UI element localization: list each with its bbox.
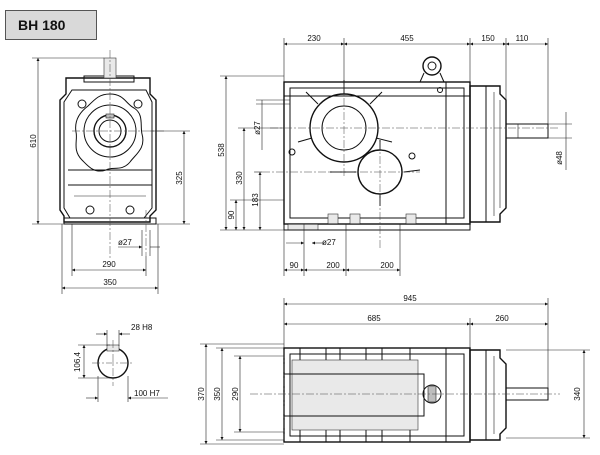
front-bolt-bl xyxy=(85,205,95,215)
model-title: BH 180 xyxy=(5,10,97,40)
side-dim-200a: 200 xyxy=(326,261,340,270)
side-dim-27: ø27 xyxy=(253,121,262,135)
keyway-detail: 28 H8 106,4 100 H7 xyxy=(73,323,168,402)
top-view: 945 685 260 370 350 290 340 xyxy=(197,294,590,445)
side-lifting-eye-hole xyxy=(427,61,437,71)
top-housing-inner xyxy=(289,353,465,437)
front-bolt-tr xyxy=(133,99,143,109)
front-view: 610 325 ø27 290 350 xyxy=(29,50,190,294)
side-eye-stem-r xyxy=(439,72,445,83)
top-dim-350: 350 xyxy=(213,387,222,401)
side-bolt-left xyxy=(288,148,296,156)
side-view: 230 455 150 110 538 330 183 90 ø27 ø48 xyxy=(217,34,572,276)
front-dim-325: 325 xyxy=(175,171,184,185)
side-plug-top xyxy=(437,87,443,93)
key-dim-1064: 106,4 xyxy=(73,351,82,372)
front-housing-outline xyxy=(59,77,157,223)
top-dim-370: 370 xyxy=(197,387,206,401)
front-dim-350: 350 xyxy=(103,278,117,287)
side-housing xyxy=(283,81,471,225)
front-dim-27: ø27 xyxy=(118,238,132,247)
side-foot-boss-1 xyxy=(327,213,339,225)
side-foot-boss-2 xyxy=(349,213,361,225)
side-bottom-27: ø27 xyxy=(322,238,336,247)
side-dim-150: 150 xyxy=(481,34,495,43)
side-base xyxy=(283,223,471,231)
side-dim-110: 110 xyxy=(516,34,529,43)
side-housing-inner xyxy=(289,87,465,219)
front-bolt-br xyxy=(125,205,135,215)
side-dim-455: 455 xyxy=(400,34,414,43)
side-dim-48: ø48 xyxy=(555,151,564,165)
side-dim-330: 330 xyxy=(235,171,244,185)
side-bolt-right xyxy=(408,152,416,160)
side-dim-90b: 90 xyxy=(290,261,299,270)
model-title-text: BH 180 xyxy=(18,17,66,33)
top-adapter xyxy=(469,349,507,441)
top-dim-290: 290 xyxy=(231,387,240,401)
top-dim-685: 685 xyxy=(367,314,381,323)
side-dim-230: 230 xyxy=(307,34,321,43)
key-dim-100: 100 H7 xyxy=(134,389,160,398)
side-dim-90v: 90 xyxy=(227,210,236,219)
front-bolt-tl xyxy=(77,99,87,109)
front-dim-290: 290 xyxy=(102,260,116,269)
side-foot-1 xyxy=(287,223,319,231)
side-foot-boss-3 xyxy=(405,213,417,225)
side-lifting-eye xyxy=(422,56,442,76)
front-dim-610: 610 xyxy=(29,134,38,148)
side-eye-stem-l xyxy=(419,72,425,83)
side-input-shaft xyxy=(505,123,549,139)
side-dim-538: 538 xyxy=(217,143,226,157)
top-dim-260: 260 xyxy=(495,314,509,323)
top-dim-340: 340 xyxy=(573,387,582,401)
key-dim-28: 28 H8 xyxy=(131,323,153,332)
side-adapter xyxy=(469,85,507,223)
side-dim-200b: 200 xyxy=(380,261,394,270)
top-dim-945: 945 xyxy=(403,294,417,303)
top-output-shaft-area xyxy=(291,359,419,431)
